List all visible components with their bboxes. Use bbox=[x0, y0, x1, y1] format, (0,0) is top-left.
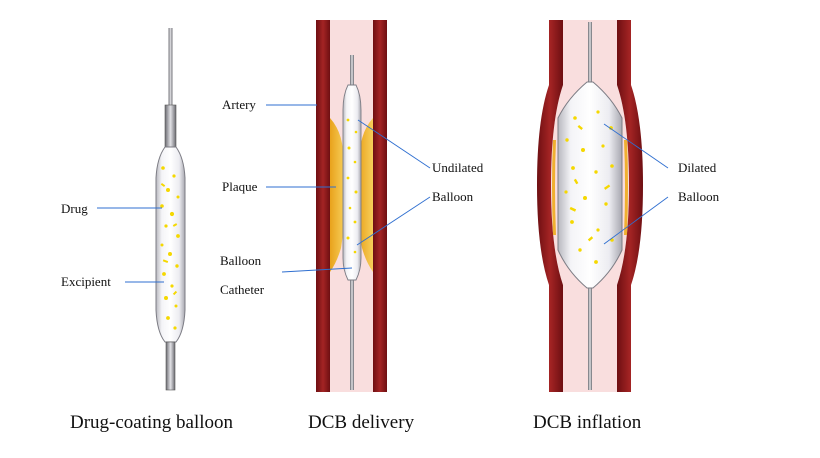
label-balloon-catheter-line2: Catheter bbox=[220, 282, 265, 297]
panel-dcb-inflation: Dilated Balloon DCB inflation bbox=[533, 20, 720, 433]
leader-dilated bbox=[603, 123, 669, 169]
label-balloon-catheter-line1: Balloon bbox=[220, 253, 262, 268]
caption-drug-coating-balloon: Drug-coating balloon bbox=[70, 412, 234, 433]
panel-dcb-delivery: Artery Plaque Balloon Catheter Undilated… bbox=[220, 20, 484, 433]
panel-drug-coating-balloon: Drug Excipient Drug-coating balloon bbox=[61, 28, 234, 433]
artery-wall-right bbox=[373, 20, 387, 392]
catheter-shaft-upper bbox=[164, 104, 177, 148]
leader-delivery-balloon bbox=[356, 196, 431, 246]
label-undilated: Undilated bbox=[432, 160, 484, 175]
delivery-drug-particles bbox=[346, 118, 358, 254]
balloon-body bbox=[155, 146, 186, 343]
catheter-shaft-lower bbox=[165, 341, 176, 391]
label-dilated: Dilated bbox=[678, 160, 717, 175]
guidewire bbox=[168, 28, 173, 108]
inflated-artery-wall-left bbox=[537, 20, 563, 392]
label-drug: Drug bbox=[61, 201, 88, 216]
inflated-artery-wall-right bbox=[617, 20, 643, 392]
label-excipient: Excipient bbox=[61, 274, 111, 289]
label-delivery-balloon: Balloon bbox=[432, 189, 474, 204]
label-inflation-balloon: Balloon bbox=[678, 189, 720, 204]
plaque-left bbox=[330, 118, 345, 272]
label-artery: Artery bbox=[222, 97, 256, 112]
plaque-right bbox=[358, 118, 373, 272]
undilated-balloon bbox=[342, 84, 362, 281]
leader-undilated bbox=[357, 119, 431, 169]
compressed-plaque-right bbox=[624, 140, 628, 235]
dilated-balloon bbox=[557, 81, 623, 289]
compressed-plaque-left bbox=[552, 140, 556, 235]
caption-dcb-delivery: DCB delivery bbox=[308, 412, 415, 433]
artery-wall-left bbox=[316, 20, 330, 392]
drug-particles bbox=[160, 166, 180, 330]
leader-balloon-catheter bbox=[281, 267, 353, 273]
inflation-drug-particles bbox=[564, 110, 614, 264]
caption-dcb-inflation: DCB inflation bbox=[533, 412, 642, 433]
leader-inflation-balloon bbox=[603, 196, 669, 245]
label-plaque: Plaque bbox=[222, 179, 258, 194]
